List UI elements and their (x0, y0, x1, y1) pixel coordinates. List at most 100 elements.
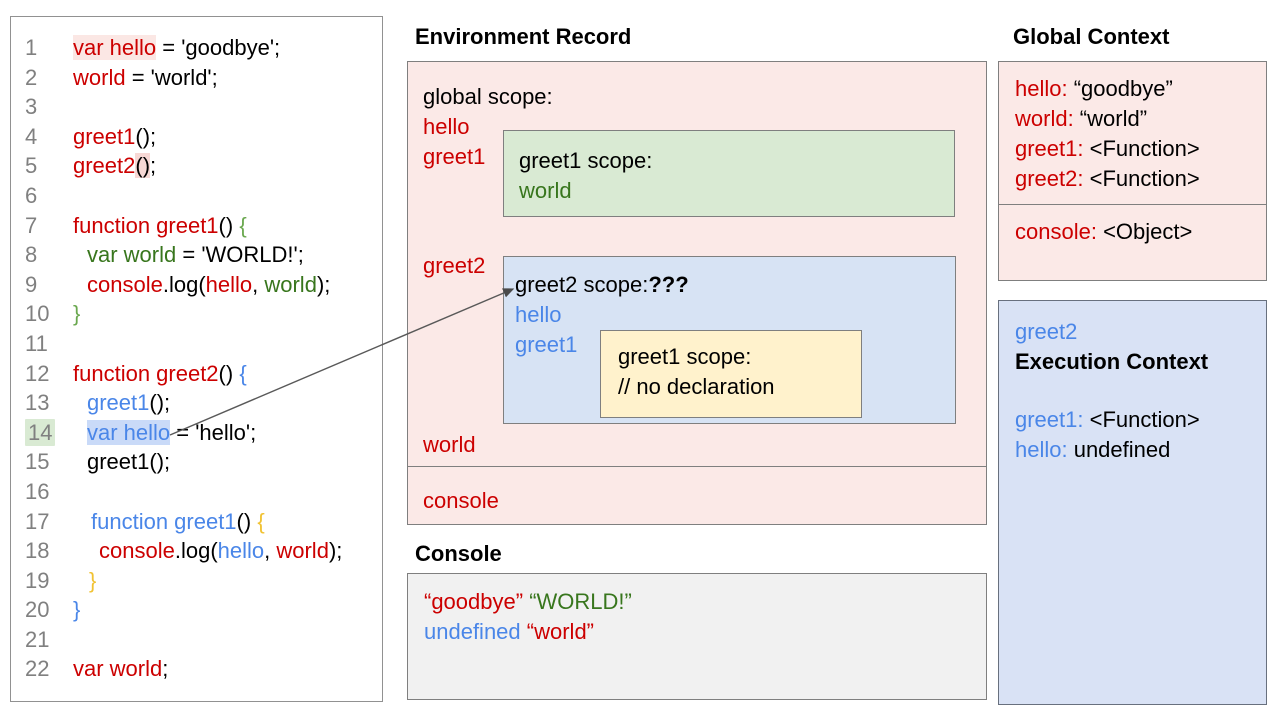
line-number: 19 (11, 566, 63, 596)
line-number-text: 8 (25, 242, 38, 268)
line-number-text: 10 (25, 301, 50, 327)
code-token: () (135, 153, 151, 179)
code-token: ; (162, 656, 169, 682)
greet1-scope-box (503, 130, 955, 217)
code-token: var hello (87, 419, 171, 445)
line-number: 13 (11, 388, 63, 418)
console-record-box (407, 466, 987, 525)
code-text: greet1(); (63, 447, 170, 477)
line-number: 1 (11, 33, 63, 63)
code-token: = 'WORLD!'; (176, 242, 304, 268)
line-number: 21 (11, 625, 63, 655)
code-text: } (63, 566, 96, 596)
code-line: 13 greet1(); (11, 388, 382, 418)
line-number: 3 (11, 92, 63, 122)
global-context-entry: world: “world” (1015, 104, 1250, 134)
code-token: ; (150, 153, 157, 179)
code-text (63, 181, 73, 211)
entry-label: greet2: (1015, 166, 1084, 191)
code-text (63, 625, 73, 655)
code-token: hello (205, 271, 253, 297)
global-var-hello: hello (423, 114, 470, 139)
entry-value: <Function> (1083, 136, 1200, 161)
code-token: var world (73, 656, 163, 682)
code-token: = 'world'; (125, 64, 218, 90)
code-token: world (264, 271, 317, 297)
code-token: greet2 (73, 153, 136, 179)
line-number: 4 (11, 122, 63, 152)
entry-label: greet1: (1015, 407, 1084, 432)
code-token: () (218, 360, 240, 386)
entry-label: hello: (1015, 76, 1068, 101)
greet2-scope-mystery: ??? (648, 272, 689, 297)
code-token: , (264, 538, 277, 564)
code-text: } (63, 299, 80, 329)
entry-label: hello: (1015, 437, 1068, 462)
global-context-console-box: console: <Object> (998, 204, 1267, 281)
code-text: var hello = 'goodbye'; (63, 33, 280, 63)
greet2-scope-var-greet1: greet1 (515, 332, 578, 357)
entry-value: undefined (1067, 437, 1171, 462)
code-token: greet1 (87, 390, 150, 416)
code-text: var world; (63, 654, 168, 684)
entry-label: world: (1015, 106, 1074, 131)
line-number: 16 (11, 477, 63, 507)
code-token: { (239, 212, 247, 238)
code-token: “world” (526, 619, 595, 644)
code-token: ); (328, 538, 343, 564)
execution-context-entry: greet1: <Function> (1015, 405, 1250, 435)
code-token: function greet2 (73, 360, 219, 386)
global-var-world: world (423, 432, 476, 457)
code-text: var hello = 'hello'; (63, 418, 256, 448)
global-context-entry: greet1: <Function> (1015, 134, 1250, 164)
greet2-scope-var-hello: hello (515, 302, 562, 327)
entry-value: “world” (1073, 106, 1148, 131)
line-number: 2 (11, 63, 63, 93)
line-number-text: 3 (25, 94, 38, 120)
line-number: 17 (11, 507, 63, 537)
code-token: function greet1 (91, 508, 237, 534)
line-number-text: 11 (25, 330, 48, 356)
code-text: console.log(hello, world); (63, 536, 342, 566)
execution-context-heading: Execution Context (1015, 349, 1209, 374)
environment-record-title: Environment Record (415, 24, 632, 49)
code-token: (); (149, 390, 171, 416)
code-text (63, 329, 73, 359)
code-text: function greet2() { (63, 359, 247, 389)
nested-greet1-scope-box (600, 330, 862, 418)
code-token: greet1 (73, 123, 136, 149)
line-number: 20 (11, 595, 63, 625)
nested-greet1-scope-comment: // no declaration (618, 374, 775, 399)
line-number: 5 (11, 151, 63, 181)
entry-label: console: (1015, 219, 1097, 244)
code-line: 21 (11, 625, 382, 655)
code-text: function greet1() { (63, 507, 265, 537)
code-line: 8 var world = 'WORLD!'; (11, 240, 382, 270)
code-token: .log( (174, 538, 218, 564)
code-token: undefined (424, 619, 521, 644)
line-number-text: 13 (25, 390, 50, 416)
code-text: greet2(); (63, 151, 156, 181)
spacer (1015, 377, 1250, 405)
code-token: } (73, 301, 81, 327)
execution-context-fn-name: greet2 (1015, 319, 1078, 344)
line-number-text: 2 (25, 64, 38, 90)
code-token: var world (87, 242, 177, 268)
code-token: console (99, 538, 175, 564)
line-number-text: 16 (25, 478, 50, 504)
code-token: { (239, 360, 247, 386)
code-token: () (218, 212, 240, 238)
code-text: world = 'world'; (63, 63, 218, 93)
line-number-text: 20 (25, 597, 50, 623)
line-number-text: 4 (25, 123, 38, 149)
console-output-lines: “goodbye” “WORLD!”undefined “world” (424, 587, 970, 647)
code-line: 11 (11, 329, 382, 359)
code-token: world (73, 64, 126, 90)
line-number: 11 (11, 329, 63, 359)
line-number-text: 6 (25, 182, 38, 208)
